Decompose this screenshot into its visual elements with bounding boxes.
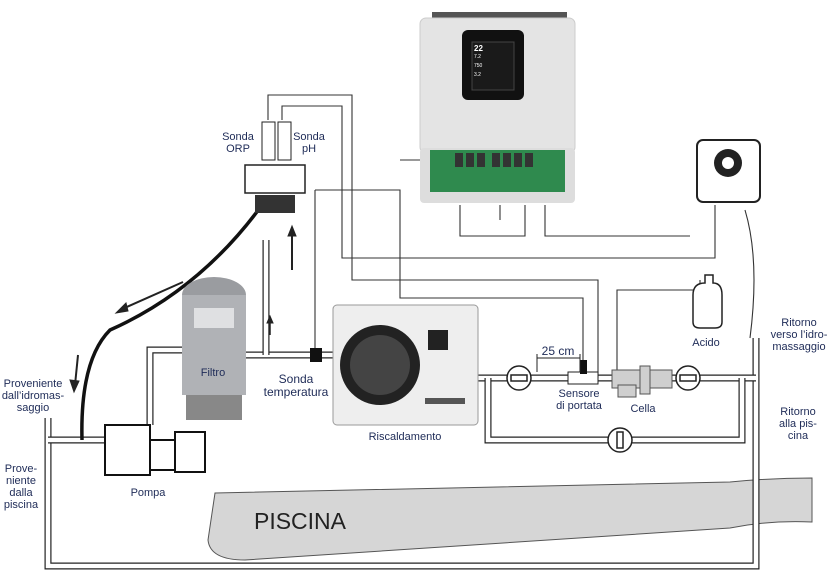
label-riscaldamento: Riscaldamento (368, 431, 442, 443)
heat-pump (332, 304, 479, 426)
flow-sensor (567, 360, 599, 385)
pool-shape (207, 477, 813, 561)
flow-meters (506, 365, 701, 453)
label-ritorno-idromassaggio: Ritorno verso l’idro- massaggio (770, 317, 828, 353)
label-filtro: Filtro (200, 367, 226, 379)
temperature-sensor (310, 348, 322, 362)
label-proveniente-piscina: Prove- niente dalla piscina (3, 463, 39, 511)
acid-pump (696, 139, 761, 203)
probe-hose (80, 203, 264, 441)
screen-ph: 7.2 (474, 54, 481, 60)
label-sensore-portata: Sensore di portata (556, 388, 602, 412)
label-proveniente-idromassaggio: Proveniente dall’idromas- saggio (1, 378, 65, 414)
filter (182, 277, 246, 420)
distance-marker (536, 354, 581, 372)
screen-temperature: 22 (474, 44, 483, 53)
label-sonda-orp: Sonda ORP (222, 131, 254, 155)
label-pompa: Pompa (130, 487, 166, 499)
screen-orp: 750 (474, 63, 483, 69)
label-acido: Acido (692, 337, 720, 349)
controller-screen: 22 7.2 750 3.2 (474, 44, 514, 80)
label-ritorno-piscina: Ritorno alla pis- cina (779, 406, 817, 442)
controller (419, 12, 576, 203)
flow-arrows (69, 224, 297, 394)
electrolysis-cell (611, 365, 673, 398)
label-sonda-ph: Sonda pH (293, 131, 325, 155)
label-piscina: PISCINA (253, 508, 347, 534)
screen-salt: 3.2 (474, 72, 481, 78)
acid-bottle (692, 274, 723, 329)
label-distance: 25 cm (541, 344, 575, 358)
probe-holder (244, 121, 306, 213)
electrical-wires (267, 94, 755, 378)
pump (104, 424, 206, 476)
label-cella: Cella (630, 403, 656, 415)
label-sonda-temperatura: Sonda temperatura (263, 372, 329, 399)
